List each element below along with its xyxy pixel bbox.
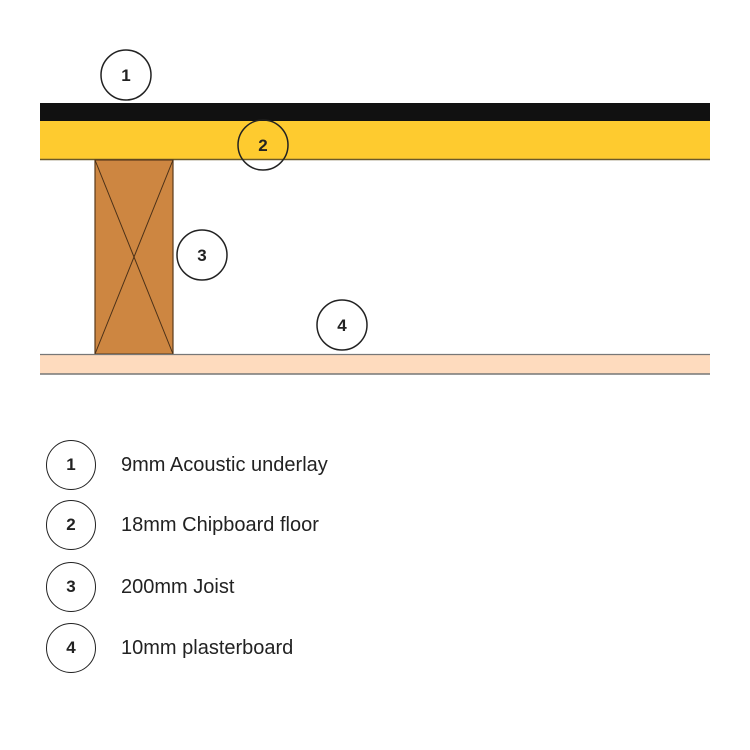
marker-4-number: 4 xyxy=(337,316,347,335)
marker-4-circle xyxy=(316,299,368,351)
chipboard-floor-layer xyxy=(40,121,710,159)
legend-label-chipboard: 18mm Chipboard floor xyxy=(121,513,319,536)
marker-3: 3 xyxy=(176,229,228,281)
marker-2-circle xyxy=(237,119,289,171)
marker-2-number: 2 xyxy=(258,136,267,155)
marker-1: 1 xyxy=(100,49,152,101)
marker-3-number: 3 xyxy=(197,246,206,265)
legend-label-joist: 200mm Joist xyxy=(121,575,235,598)
acoustic-underlay-layer xyxy=(40,103,710,121)
marker-1-circle xyxy=(100,49,152,101)
legend-label-underlay: 9mm Acoustic underlay xyxy=(121,453,328,476)
legend-item-joist: 3 200mm Joist xyxy=(46,560,234,614)
plasterboard-layer xyxy=(40,354,710,374)
marker-3-circle xyxy=(176,229,228,281)
legend-item-chipboard: 2 18mm Chipboard floor xyxy=(46,498,319,552)
legend-badge-4: 4 xyxy=(46,623,96,673)
legend-badge-1: 1 xyxy=(46,440,96,490)
legend-label-plasterboard: 10mm plasterboard xyxy=(121,636,294,659)
marker-4: 4 xyxy=(316,299,368,351)
marker-1-number: 1 xyxy=(121,66,130,85)
legend-item-plasterboard: 4 10mm plasterboard xyxy=(46,621,293,675)
joist-cross-line-b xyxy=(94,159,174,355)
legend-item-underlay: 1 9mm Acoustic underlay xyxy=(46,438,328,492)
legend-badge-2: 2 xyxy=(46,500,96,550)
marker-2: 2 xyxy=(237,119,289,171)
legend-badge-3: 3 xyxy=(46,562,96,612)
